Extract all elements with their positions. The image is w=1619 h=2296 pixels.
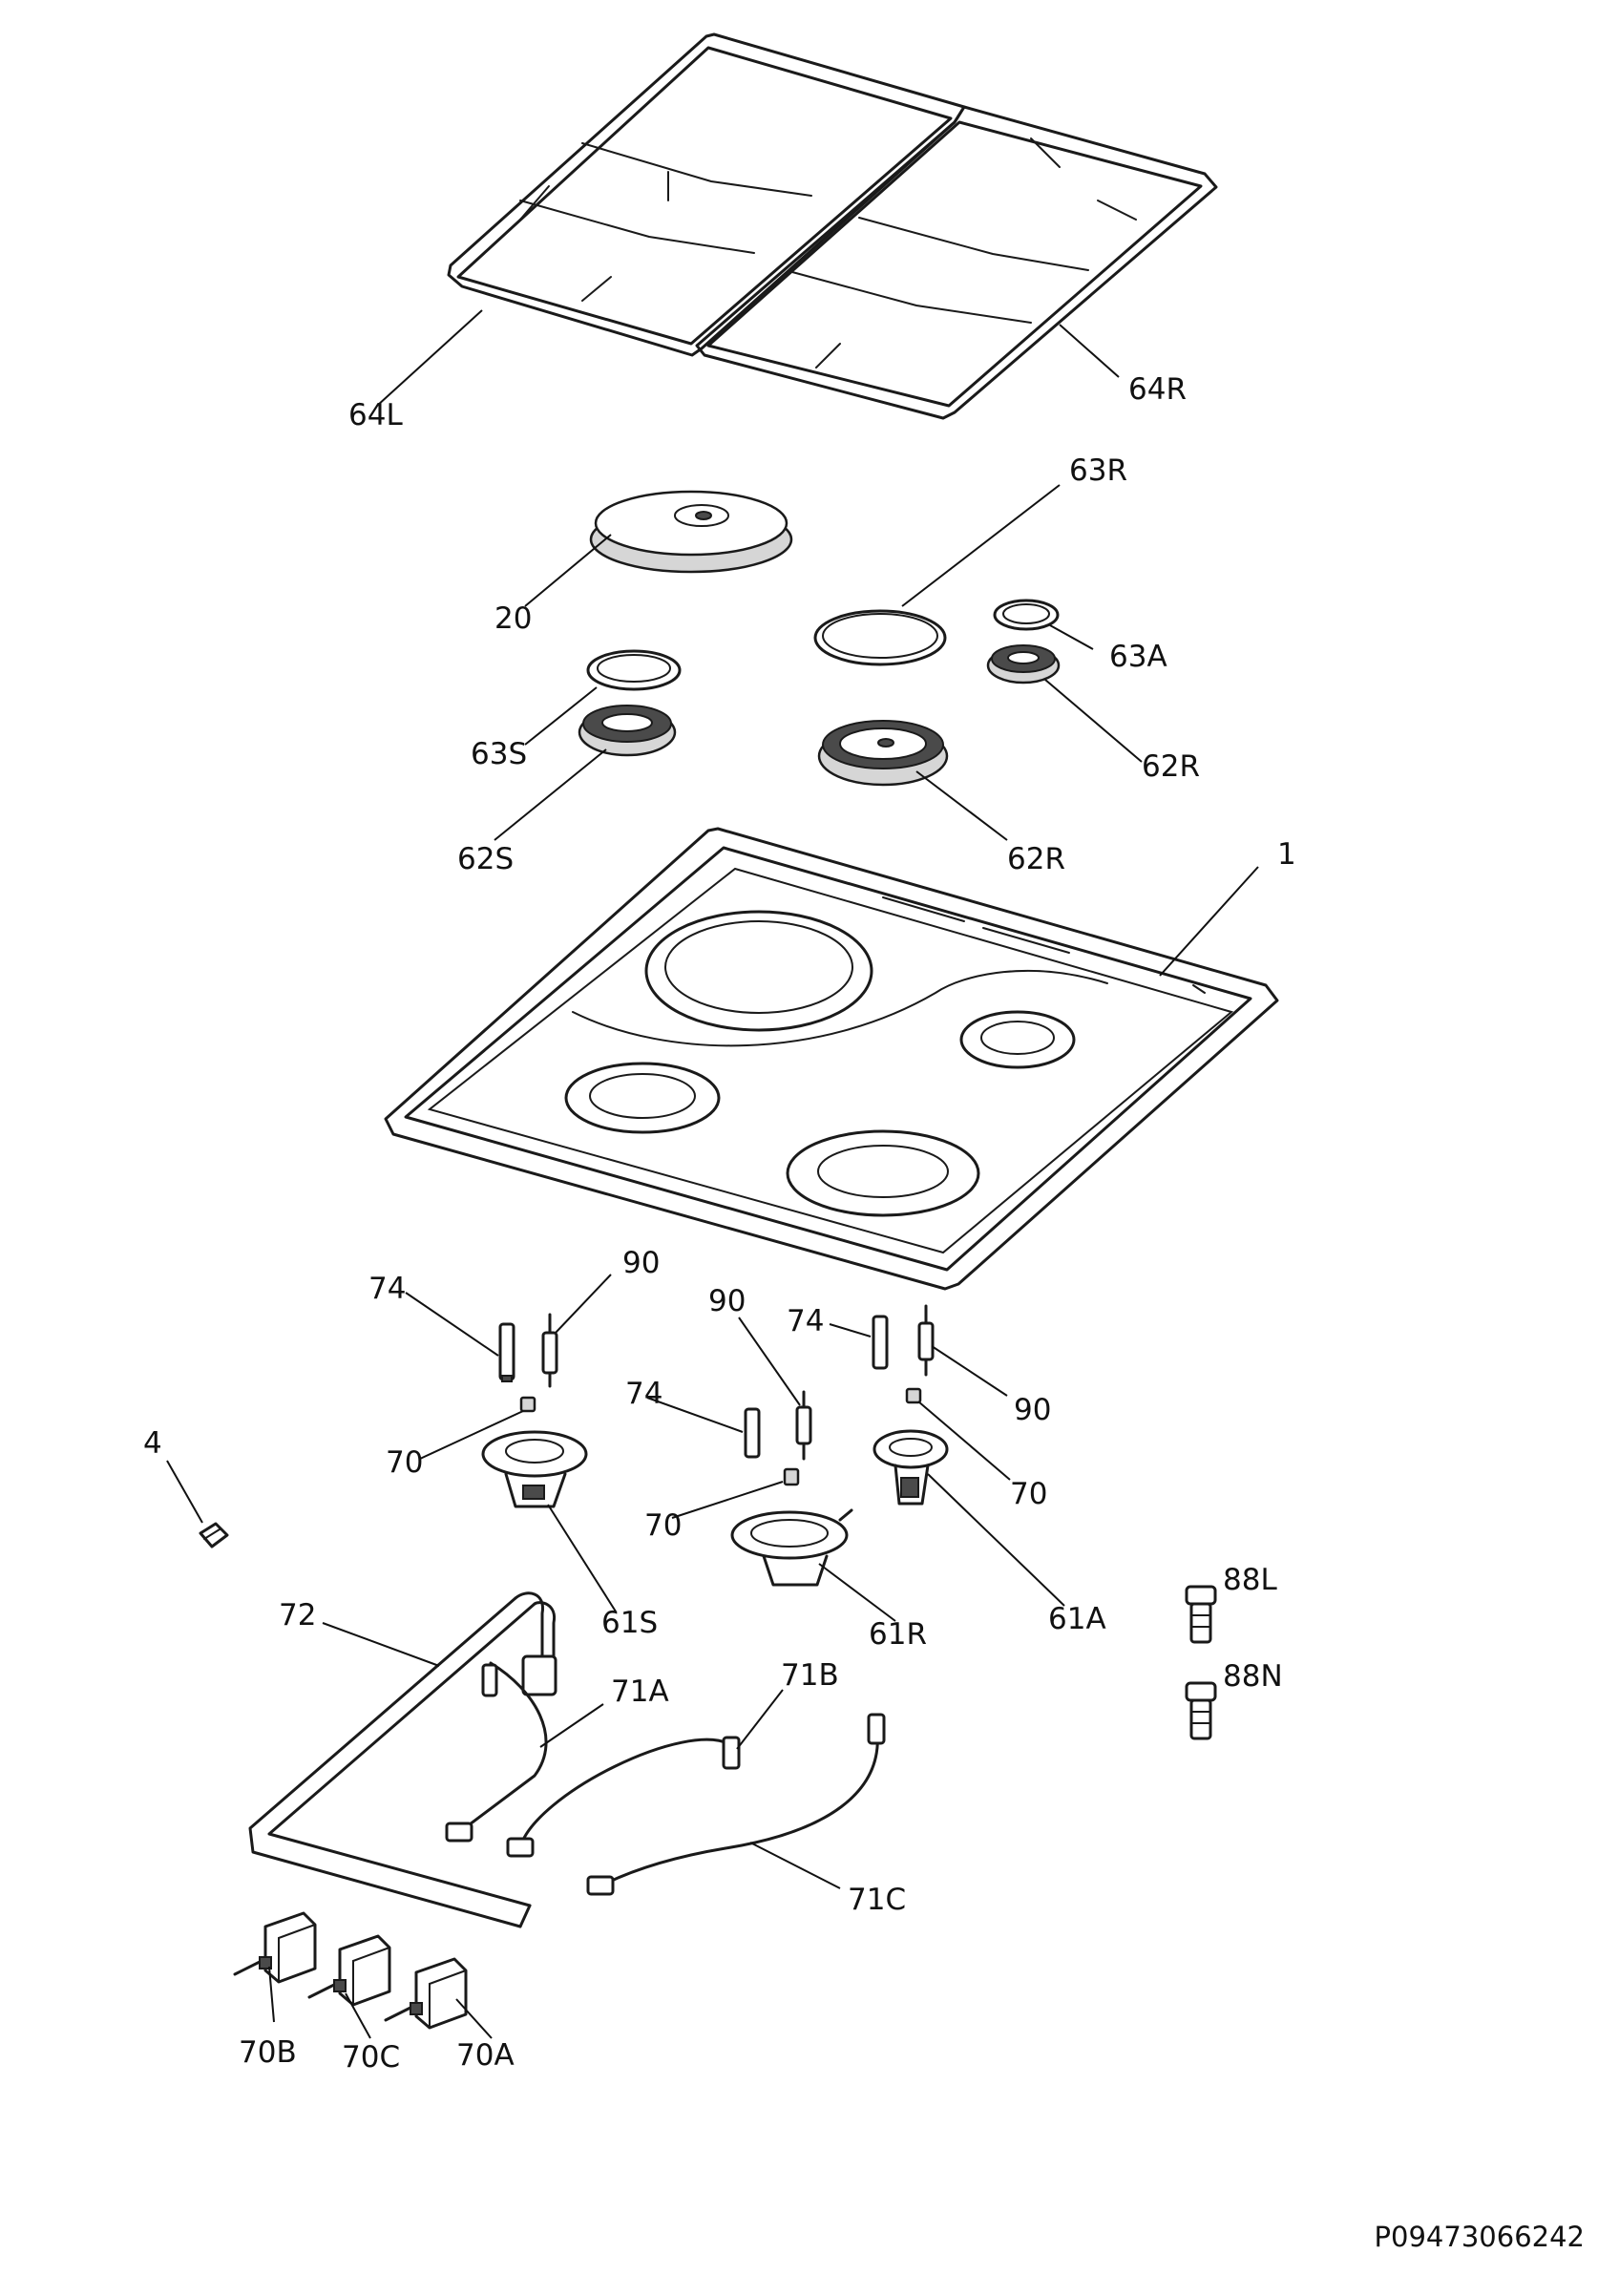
thermocouple-74-c	[872, 1315, 889, 1370]
gas-valve-70C	[307, 1934, 391, 2007]
callout-72: 72	[279, 1598, 316, 1632]
ring-63A	[993, 599, 1060, 631]
ignition-plug-90-a	[541, 1313, 558, 1388]
injector-70-b	[783, 1467, 800, 1486]
connector-88N	[1185, 1681, 1217, 1740]
callout-64R: 64R	[1128, 372, 1187, 407]
callout-70-a: 70	[386, 1445, 423, 1480]
burner-body-61S	[481, 1430, 588, 1508]
callout-63S: 63S	[471, 737, 527, 771]
gas-pipe-71B	[506, 1736, 741, 1858]
callout-61S: 61S	[601, 1606, 658, 1640]
callout-71C: 71C	[848, 1883, 906, 1917]
callout-90-c: 90	[1014, 1393, 1051, 1427]
callout-1: 1	[1277, 837, 1296, 872]
gas-pipe-71A	[445, 1661, 548, 1843]
callout-71B: 71B	[781, 1658, 839, 1693]
leader-lines	[166, 309, 1259, 2039]
clip-4	[199, 1522, 229, 1548]
gas-pipe-71C	[586, 1713, 886, 1896]
callout-90-a: 90	[622, 1246, 660, 1280]
callout-70B: 70B	[239, 2035, 297, 2070]
connector-88L	[1185, 1585, 1217, 1644]
callout-63A: 63A	[1109, 640, 1167, 674]
callout-61R: 61R	[869, 1617, 927, 1652]
callout-74-a: 74	[368, 1272, 406, 1306]
callout-70-b: 70	[644, 1508, 682, 1543]
ignition-plug-90-c	[917, 1304, 935, 1377]
burner-62R-small	[986, 644, 1061, 685]
callout-71A: 71A	[611, 1675, 669, 1709]
injector-70-c	[905, 1387, 922, 1404]
callout-62R-large: 62R	[1007, 842, 1065, 876]
burner-body-61R	[730, 1508, 853, 1587]
hob-top-panel	[384, 827, 1279, 1291]
callout-70C: 70C	[342, 2040, 400, 2075]
thermocouple-74-b	[744, 1407, 761, 1459]
callout-62S: 62S	[457, 842, 514, 876]
callout-88L: 88L	[1223, 1563, 1277, 1597]
burner-62S	[578, 705, 677, 757]
callout-63R: 63R	[1069, 453, 1127, 488]
callout-64L: 64L	[348, 398, 403, 432]
callout-74-c: 74	[787, 1304, 824, 1338]
callout-labels: 64L 64R 63R 20 63A 63S 62R 62S 62R 1 74 …	[143, 372, 1296, 2075]
ignition-plug-90-b	[795, 1390, 812, 1461]
callout-61A: 61A	[1048, 1602, 1106, 1636]
pan-support-right	[695, 105, 1218, 420]
callout-74-b: 74	[625, 1377, 662, 1411]
ring-63S	[586, 649, 682, 691]
gas-valve-70A	[384, 1957, 468, 2030]
ring-63R	[813, 609, 947, 666]
callout-4: 4	[143, 1426, 162, 1461]
gas-valve-70B	[233, 1911, 317, 1984]
callout-88N: 88N	[1223, 1659, 1283, 1694]
callout-70A: 70A	[456, 2038, 515, 2073]
pan-support-left	[447, 32, 966, 357]
callout-20: 20	[494, 601, 532, 636]
thermocouple-74-a	[498, 1322, 515, 1382]
callout-62R-small: 62R	[1142, 749, 1200, 784]
drawing-reference-code: P09473066242	[1374, 2221, 1585, 2253]
injector-70-a	[519, 1396, 536, 1413]
callout-90-b: 90	[708, 1284, 746, 1318]
burner-cap-20	[589, 490, 793, 574]
gas-manifold-72	[248, 1591, 557, 1928]
burner-body-61A	[873, 1429, 949, 1506]
burner-62R-large	[817, 720, 949, 787]
callout-70-c: 70	[1010, 1477, 1047, 1511]
